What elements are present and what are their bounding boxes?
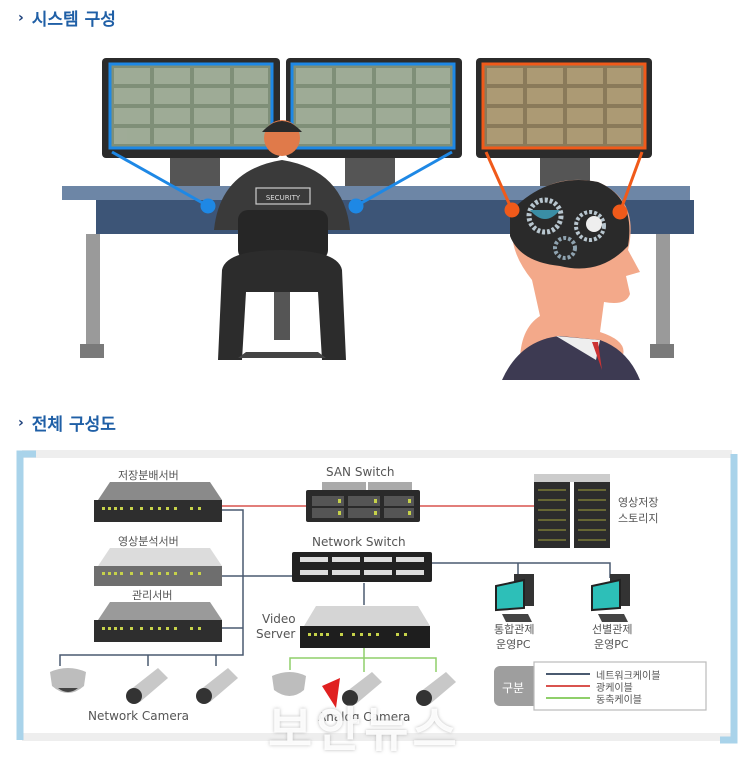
desk-leg-left [86, 234, 100, 344]
section-heading-system: › 시스템 구성 [18, 5, 116, 31]
desk-leg-right [656, 234, 670, 344]
frame-corner-tl [16, 450, 36, 740]
legend-label-fiber: 광케이블 [596, 683, 633, 694]
label-storage-distribution-server: 저장분배서버 [118, 469, 179, 482]
management-server [94, 602, 222, 642]
legend [494, 661, 707, 711]
cctv-grid-blue [114, 68, 450, 144]
label-video-server-2: Server [256, 627, 296, 641]
label-management-server: 관리서버 [132, 589, 173, 602]
network-camera-bullet-2 [196, 668, 238, 704]
label-san-switch: SAN Switch [326, 465, 395, 479]
label-pc-1-line2: 운영PC [496, 638, 531, 651]
coax-cables [289, 648, 437, 672]
san-switch [306, 482, 420, 522]
label-pc-1-line1: 통합관제 [494, 623, 535, 636]
system-illustration: SECURITY [62, 58, 694, 380]
security-badge: SECURITY [266, 194, 301, 202]
label-network-switch: Network Switch [312, 535, 406, 549]
section-title: 시스템 구성 [31, 10, 116, 30]
label-analog-camera: Analog Camera [318, 710, 411, 724]
label-pc-2-line2: 운영PC [594, 638, 629, 651]
analog-camera-bullet-1 [322, 672, 382, 708]
video-storage [534, 474, 610, 548]
chevron-right-icon: › [18, 9, 24, 26]
label-pc-2-line1: 선별관제 [592, 623, 633, 636]
orange-connector [484, 151, 644, 220]
label-video-analysis-server: 영상분석서버 [118, 535, 179, 548]
blue-connector [111, 150, 453, 214]
selective-control-pc [591, 574, 630, 622]
label-network-camera: Network Camera [88, 709, 190, 723]
legend-label-network: 네트워크케이블 [596, 671, 661, 682]
monitor-right [476, 58, 652, 158]
video-analysis-server [94, 548, 222, 586]
frame-corner-br [720, 454, 738, 744]
network-camera-bullet-1 [126, 668, 168, 704]
chevron-right-icon: › [18, 414, 24, 431]
label-storage-2: 스토리지 [618, 512, 659, 525]
video-server [300, 606, 430, 648]
network-switch [292, 552, 432, 582]
legend-label-coax: 동축케이블 [596, 695, 642, 706]
watermark: 보안뉴스 [268, 702, 461, 758]
security-guard: SECURITY [214, 120, 350, 360]
network-camera-dome [50, 668, 86, 693]
analytics-head [502, 179, 640, 380]
network-diagram [16, 450, 738, 744]
analog-camera-dome [272, 672, 306, 696]
analog-camera-bullet-2 [416, 672, 456, 706]
section-title: 전체 구성도 [31, 415, 116, 435]
section-heading-overall: › 전체 구성도 [18, 410, 116, 436]
label-storage-1: 영상저장 [618, 496, 659, 509]
storage-distribution-server [94, 482, 222, 522]
integrated-control-pc [495, 574, 534, 622]
label-video-server-1: Video [262, 612, 296, 626]
legend-title: 구분 [502, 681, 525, 695]
